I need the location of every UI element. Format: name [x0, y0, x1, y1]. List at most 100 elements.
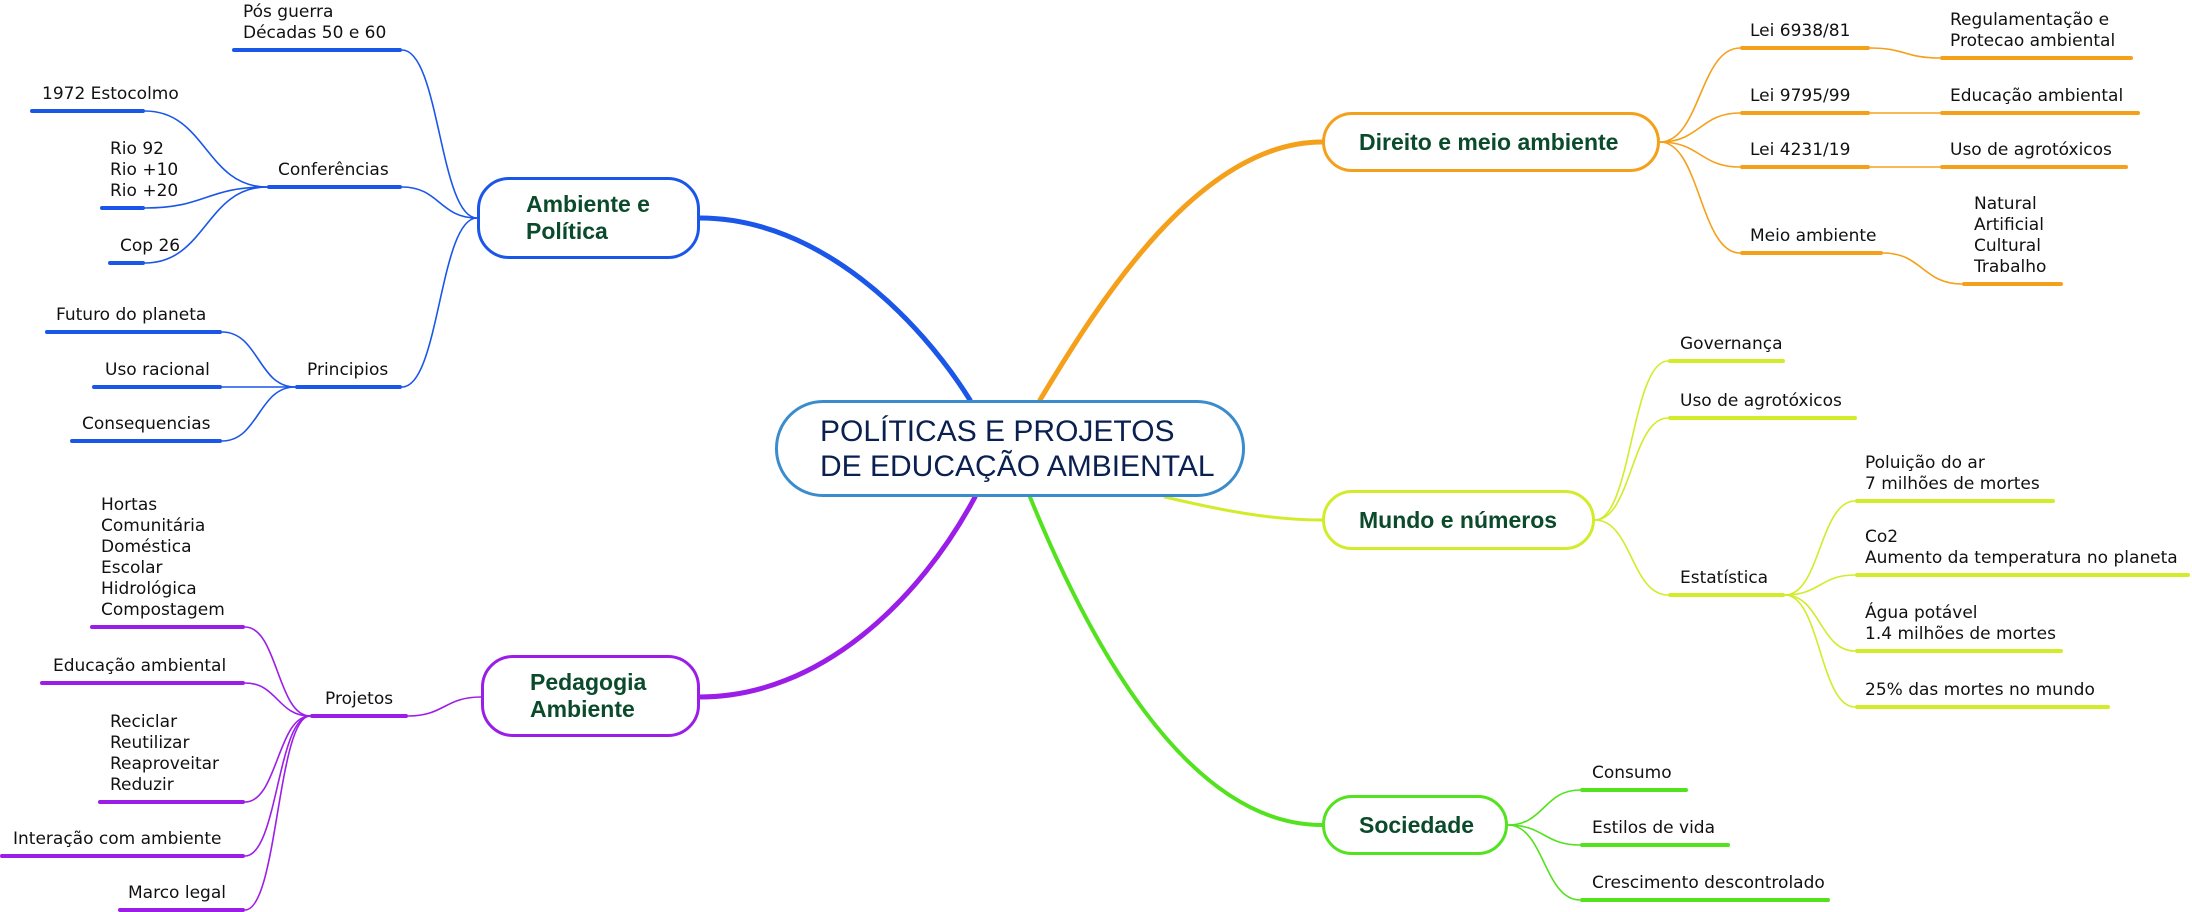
subtopic-label: Estilos de vida: [1592, 818, 1716, 838]
subtopic-estilos-vida[interactable]: Estilos de vida: [1580, 818, 1730, 847]
subtopic-label: Reciclar Reutilizar Reaproveitar Reduzir: [110, 712, 220, 795]
subtopic-cop26[interactable]: Cop 26: [108, 236, 180, 265]
connector-line: [407, 696, 482, 717]
subtopic-educacao-ambiental[interactable]: Educação ambiental: [40, 656, 245, 685]
connector-line: [1784, 574, 1856, 596]
subtopic-label: Projetos: [325, 689, 394, 709]
connector-line: [1594, 360, 1669, 521]
subtopic-tipos-meio-ambiente[interactable]: Natural Artificial Cultural Trabalho: [1962, 194, 2063, 286]
subtopic-consumo[interactable]: Consumo: [1580, 763, 1688, 792]
subtopic-label: 1972 Estocolmo: [42, 84, 179, 104]
subtopic-governanca[interactable]: Governança: [1668, 334, 1785, 363]
connector-line: [244, 715, 311, 857]
connector-line: [401, 49, 478, 219]
topic-ambiente-politica[interactable]: Ambiente e Política: [477, 177, 700, 259]
subtopic-label: Natural Artificial Cultural Trabalho: [1974, 194, 2047, 277]
subtopic-label: Meio ambiente: [1750, 226, 1877, 246]
topic-direito-meio-ambiente[interactable]: Direito e meio ambiente: [1322, 112, 1660, 172]
subtopic-uso-racional[interactable]: Uso racional: [92, 360, 222, 389]
subtopic-label: Pós guerra Décadas 50 e 60: [243, 2, 387, 43]
connector-line: [1784, 594, 1856, 708]
subtopic-consequencias[interactable]: Consequencias: [70, 414, 222, 443]
connector-line: [1882, 252, 1963, 285]
connector-line: [401, 217, 478, 388]
subtopic-projetos[interactable]: Projetos: [310, 689, 408, 718]
subtopic-label: Educação ambiental: [53, 656, 227, 676]
subtopic-label: Estatística: [1680, 568, 1769, 588]
connector-line: [244, 682, 311, 717]
connector-line: [144, 186, 268, 264]
subtopic-marco-legal[interactable]: Marco legal: [118, 883, 245, 912]
branch-line: [697, 215, 973, 403]
topic-pedagogia-ambiente[interactable]: Pedagogia Ambiente: [481, 655, 700, 737]
connector-line: [1869, 47, 1941, 59]
subtopic-crescimento[interactable]: Crescimento descontrolado: [1580, 873, 1830, 902]
branch-line: [697, 494, 978, 700]
subtopic-co2[interactable]: Co2 Aumento da temperatura no planeta: [1855, 527, 2190, 577]
subtopic-regulamentacao[interactable]: Regulamentação e Protecao ambiental: [1940, 10, 2133, 60]
subtopic-lei-4231[interactable]: Lei 4231/19: [1740, 140, 1870, 169]
subtopic-hortas[interactable]: Hortas Comunitária Doméstica Escolar Hid…: [90, 495, 245, 629]
connector-line: [1507, 789, 1581, 826]
subtopic-principios[interactable]: Principios: [295, 360, 402, 389]
subtopic-label: Marco legal: [128, 883, 226, 903]
subtopic-pos-guerra[interactable]: Pós guerra Décadas 50 e 60: [232, 2, 402, 52]
subtopic-label: Uso de agrotóxicos: [1950, 140, 2112, 160]
central-topic[interactable]: POLÍTICAS E PROJETOS DE EDUCAÇÃO AMBIENT…: [775, 400, 1245, 497]
connector-line: [1659, 112, 1741, 143]
subtopic-poluicao-ar[interactable]: Poluição do ar 7 milhões de mortes: [1855, 453, 2055, 503]
connector-line: [1659, 47, 1741, 143]
subtopic-rio[interactable]: Rio 92 Rio +10 Rio +20: [100, 139, 178, 210]
subtopic-lei-9795[interactable]: Lei 9795/99: [1740, 86, 1870, 115]
topic-mundo-numeros[interactable]: Mundo e números: [1322, 490, 1595, 550]
subtopic-label: Governança: [1680, 334, 1783, 354]
subtopic-educacao-ambiental-lei[interactable]: Educação ambiental: [1940, 86, 2140, 115]
connector-line: [1507, 824, 1581, 846]
topic-sociedade[interactable]: Sociedade: [1322, 795, 1508, 855]
topic-label: Mundo e números: [1359, 506, 1558, 533]
subtopic-estocolmo[interactable]: 1972 Estocolmo: [30, 84, 179, 113]
branch-line: [1028, 495, 1324, 827]
subtopic-label: Futuro do planeta: [56, 305, 207, 325]
subtopic-agua-potavel[interactable]: Água potável 1.4 milhões de mortes: [1855, 603, 2063, 653]
subtopic-label: Lei 6938/81: [1750, 21, 1851, 41]
subtopic-label: 25% das mortes no mundo: [1865, 680, 2095, 700]
connector-line: [1784, 594, 1856, 652]
subtopic-uso-agrotoxicos[interactable]: Uso de agrotóxicos: [1668, 391, 1857, 420]
subtopic-label: Água potável 1.4 milhões de mortes: [1865, 603, 2056, 644]
connector-line: [244, 715, 311, 803]
connector-line: [144, 110, 268, 188]
branch-line: [1163, 495, 1324, 522]
subtopic-reciclar[interactable]: Reciclar Reutilizar Reaproveitar Reduzir: [98, 712, 245, 804]
subtopic-label: Regulamentação e Protecao ambiental: [1950, 10, 2116, 51]
subtopic-conferencias[interactable]: Conferências: [267, 160, 402, 189]
subtopic-label: Conferências: [278, 160, 389, 180]
connector-line: [1594, 519, 1669, 596]
subtopic-meio-ambiente[interactable]: Meio ambiente: [1740, 226, 1883, 255]
subtopic-25-mortes[interactable]: 25% das mortes no mundo: [1855, 680, 2110, 709]
connector-line: [1507, 824, 1581, 901]
connector-line: [401, 186, 478, 219]
subtopic-agrotoxicos-lei[interactable]: Uso de agrotóxicos: [1940, 140, 2128, 169]
subtopic-interacao[interactable]: Interação com ambiente: [0, 829, 245, 858]
connector-line: [244, 715, 311, 911]
subtopic-label: Poluição do ar 7 milhões de mortes: [1865, 453, 2040, 494]
subtopic-label: Cop 26: [120, 236, 181, 256]
subtopic-label: Interação com ambiente: [13, 829, 222, 849]
subtopic-label: Lei 9795/99: [1750, 86, 1851, 106]
central-topic-label: POLÍTICAS E PROJETOS DE EDUCAÇÃO AMBIENT…: [820, 414, 1215, 483]
connector-line: [221, 331, 296, 388]
topic-label: Direito e meio ambiente: [1359, 128, 1619, 155]
subtopic-lei-6938[interactable]: Lei 6938/81: [1740, 21, 1870, 50]
subtopic-label: Principios: [307, 360, 389, 380]
connector-line: [1659, 141, 1741, 254]
connector-line: [221, 386, 296, 442]
subtopic-label: Uso de agrotóxicos: [1680, 391, 1842, 411]
subtopic-label: Consumo: [1592, 763, 1672, 783]
subtopic-estatistica[interactable]: Estatística: [1668, 568, 1785, 597]
subtopic-label: Rio 92 Rio +10 Rio +20: [110, 139, 179, 201]
connector-line: [244, 626, 311, 717]
subtopic-futuro-planeta[interactable]: Futuro do planeta: [45, 305, 222, 334]
subtopic-label: Co2 Aumento da temperatura no planeta: [1865, 527, 2178, 568]
